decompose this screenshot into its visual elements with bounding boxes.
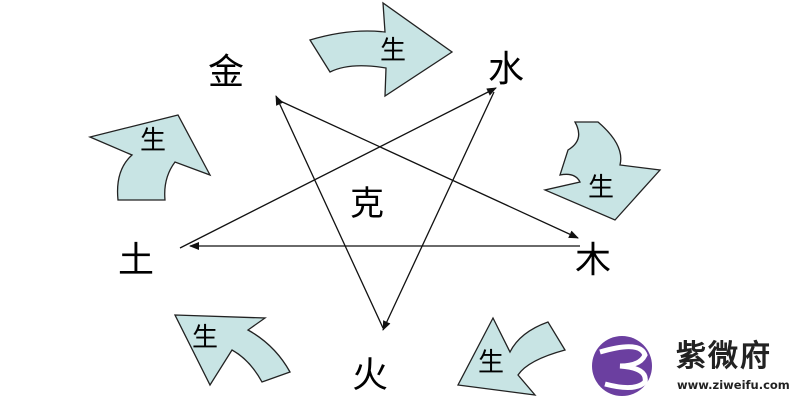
- generate-arrow-water-wood: [542, 121, 662, 221]
- generate-label-water-wood: 生: [588, 173, 615, 203]
- watermark-title: 紫微府: [676, 339, 772, 374]
- overcome-line-earth-water: [179, 87, 497, 249]
- watermark-logo-swirl-icon: [599, 344, 648, 390]
- element-water: 水: [488, 49, 525, 90]
- overcome-line-fire-metal: [275, 95, 384, 329]
- overcome-line-water-fire: [382, 91, 495, 331]
- watermark-url: www.ziweifu.com: [677, 378, 790, 392]
- overcome-label: 克: [350, 184, 384, 224]
- element-wood: 木: [575, 240, 612, 281]
- element-fire: 火: [352, 355, 389, 396]
- element-earth: 土: [118, 240, 155, 281]
- generate-arrow-fire-earth: [173, 314, 291, 387]
- generate-label-wood-fire: 生: [478, 348, 505, 378]
- generate-label-metal-water: 生: [380, 36, 407, 66]
- generate-label-earth-metal: 生: [140, 126, 167, 156]
- generate-arrow-metal-water: [308, 1, 454, 98]
- generate-label-fire-earth: 生: [192, 323, 219, 353]
- generate-arrow-earth-metal: [87, 114, 212, 201]
- overcome-line-metal-wood: [277, 99, 579, 239]
- element-metal: 金: [208, 52, 245, 93]
- generate-arrow-wood-fire: [456, 316, 567, 396]
